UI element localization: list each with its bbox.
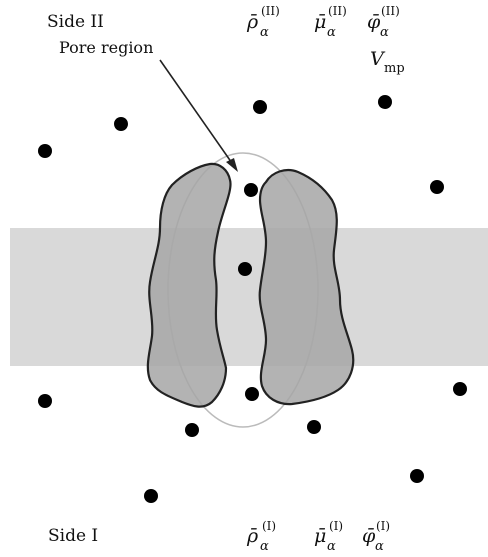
- svg-text:mp: mp: [384, 61, 405, 76]
- svg-text:α: α: [260, 25, 269, 40]
- svg-text:(II): (II): [381, 4, 400, 18]
- side-i-label: Side I: [48, 526, 98, 546]
- ion: [253, 100, 267, 114]
- svg-text:μ̄: μ̄: [314, 11, 326, 33]
- ion: [238, 262, 252, 276]
- ion: [144, 489, 158, 503]
- pore-region-label: Pore region: [59, 38, 153, 57]
- ion: [378, 95, 392, 109]
- side-ii-chemical-potential-symbol: μ̄ α (II): [314, 4, 347, 40]
- svg-text:α: α: [380, 25, 389, 40]
- ion: [114, 117, 128, 131]
- ion: [430, 180, 444, 194]
- membrane-band: [10, 228, 488, 366]
- svg-text:α: α: [327, 539, 336, 554]
- ion: [185, 423, 199, 437]
- ion: [410, 469, 424, 483]
- svg-text:ρ̄: ρ̄: [246, 525, 259, 547]
- ion: [245, 387, 259, 401]
- svg-text:φ̄: φ̄: [362, 525, 376, 547]
- side-ii-potential-symbol: φ̄ α (II): [367, 4, 400, 40]
- pore-region-arrow: [160, 60, 234, 166]
- svg-text:φ̄: φ̄: [367, 11, 381, 33]
- svg-text:(I): (I): [376, 519, 390, 533]
- svg-text:α: α: [375, 539, 384, 554]
- side-i-chemical-potential-symbol: μ̄ α (I): [314, 519, 343, 554]
- svg-text:(I): (I): [329, 519, 343, 533]
- side-i-potential-symbol: φ̄ α (I): [362, 519, 390, 554]
- ion: [38, 394, 52, 408]
- side-i-density-symbol: ρ̄ α (I): [246, 519, 276, 554]
- svg-text:(II): (II): [328, 4, 347, 18]
- channel-protein-right: [260, 170, 354, 404]
- svg-text:ρ̄: ρ̄: [246, 11, 259, 33]
- svg-text:(II): (II): [261, 4, 280, 18]
- membrane-potential-symbol: V mp: [370, 48, 405, 76]
- ion: [244, 183, 258, 197]
- svg-text:(I): (I): [262, 519, 276, 533]
- svg-text:α: α: [260, 539, 269, 554]
- side-ii-density-symbol: ρ̄ α (II): [246, 4, 280, 40]
- ion: [38, 144, 52, 158]
- svg-text:μ̄: μ̄: [314, 525, 326, 547]
- ion: [453, 382, 467, 396]
- side-ii-label: Side II: [47, 12, 104, 32]
- ion: [307, 420, 321, 434]
- pore-region-arrowhead: [226, 158, 238, 172]
- svg-text:α: α: [327, 25, 336, 40]
